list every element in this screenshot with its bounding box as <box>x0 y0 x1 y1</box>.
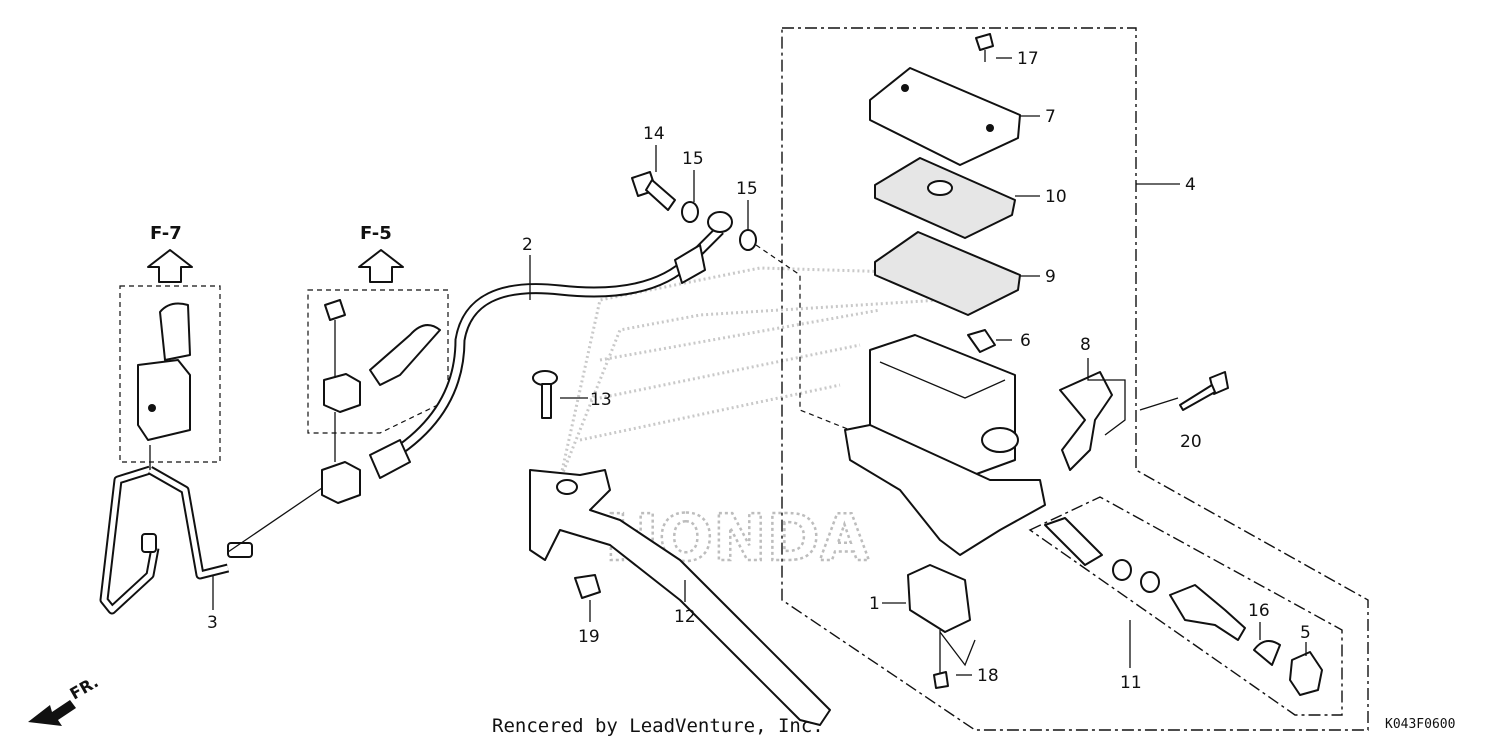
kit-11-boundary <box>1028 496 1343 716</box>
callout-19: 19 <box>578 627 600 647</box>
callout-7: 7 <box>1045 107 1056 127</box>
part-2-brake-hose <box>369 211 733 479</box>
f7-bracket <box>137 302 191 470</box>
assembly-4-boundary <box>781 27 1369 731</box>
callout-20: 20 <box>1180 432 1202 452</box>
diagram-code: K043F0600 <box>1385 717 1455 732</box>
part-17-screw <box>975 33 994 51</box>
callout-13: 13 <box>590 390 612 410</box>
part-15-washer-b <box>739 229 757 251</box>
ref-f5: F-5 <box>360 223 392 244</box>
leader-lines <box>212 57 1307 676</box>
callout-18: 18 <box>977 666 999 686</box>
joint-block <box>227 299 441 553</box>
callout-2: 2 <box>522 235 533 255</box>
ref-f7: F-7 <box>150 223 182 244</box>
callout-12: 12 <box>674 607 696 627</box>
part-14-oil-bolt <box>631 171 676 211</box>
callout-16: 16 <box>1248 601 1270 621</box>
front-direction-arrow-icon <box>28 700 76 726</box>
callout-15b: 15 <box>736 179 758 199</box>
f7-up-arrow-icon <box>147 249 193 283</box>
front-label: FR. <box>67 672 102 703</box>
part-6-float <box>967 329 996 353</box>
part-3-brake-pipe <box>99 465 253 615</box>
part-13-pivot-bolt <box>532 370 588 419</box>
footer-credit: Rencered by LeadVenture, Inc. <box>492 715 824 737</box>
callout-15a: 15 <box>682 149 704 169</box>
callout-14: 14 <box>643 124 665 144</box>
callout-9: 9 <box>1045 267 1056 287</box>
part-9-diaphragm <box>874 231 1021 316</box>
callout-8: 8 <box>1080 335 1091 355</box>
f7-reference-box <box>119 285 221 463</box>
callout-4: 4 <box>1185 175 1196 195</box>
part-19-nut <box>574 574 601 599</box>
part-15-washer-a <box>681 201 699 223</box>
part-7-reservoir-cover <box>869 67 1021 166</box>
callout-1: 1 <box>869 594 880 614</box>
hose-to-cylinder-line <box>755 244 851 431</box>
callout-6: 6 <box>1020 331 1031 351</box>
part-5-boot <box>1289 651 1323 696</box>
part-10-diaphragm-plate <box>874 157 1016 239</box>
part-11-piston-kit <box>1044 517 1246 641</box>
part-18-screw <box>933 671 949 689</box>
part-8-holder-clamp <box>1059 371 1113 471</box>
part-20-bolt <box>1179 371 1229 411</box>
callout-3: 3 <box>207 613 218 633</box>
callout-17: 17 <box>1017 49 1039 69</box>
callout-11: 11 <box>1120 673 1142 693</box>
part-1-stop-switch <box>907 564 971 633</box>
callout-5: 5 <box>1300 623 1311 643</box>
master-cylinder-body <box>844 334 1046 556</box>
part-16-circlip <box>1253 640 1281 666</box>
f5-up-arrow-icon <box>358 249 404 283</box>
part-12-brake-lever <box>529 469 831 726</box>
callout-10: 10 <box>1045 187 1067 207</box>
